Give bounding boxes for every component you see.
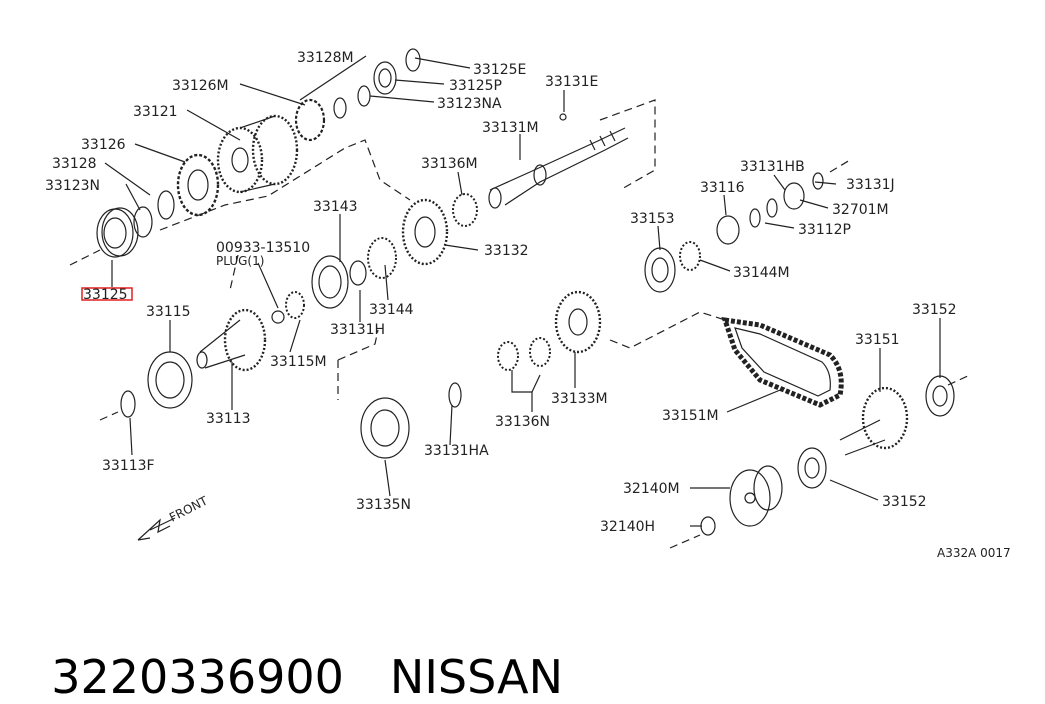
diagram-code: A332A 0017: [937, 546, 1011, 560]
needle-bearing-33136M: [452, 193, 478, 227]
ring-33131H: [349, 260, 367, 286]
label-33152-top: 33152: [912, 302, 957, 318]
label-33135N: 33135N: [356, 497, 411, 513]
bearing-33152-bottom: [797, 447, 827, 489]
label-33113F: 33113F: [102, 458, 155, 474]
leader-lines: [104, 55, 941, 527]
ring-33123N: [133, 206, 153, 238]
sleeve-33143: [311, 255, 349, 309]
label-33126M: 33126M: [172, 78, 229, 94]
part-33153: [644, 247, 676, 293]
ring-33131HB: [766, 198, 778, 218]
chain-33151M: [721, 316, 844, 408]
front-arrow-icon: [137, 517, 176, 541]
synchro-33144: [367, 237, 397, 279]
label-33131HA: 33131HA: [424, 443, 489, 459]
bearing-33135N: [360, 397, 410, 459]
gear-33133M: [554, 290, 602, 354]
ring-33128M: [333, 97, 347, 119]
snap-ring-33113F: [120, 390, 136, 418]
label-33125P: 33125P: [449, 78, 502, 94]
label-33131E: 33131E: [545, 74, 598, 90]
ring-33112P: [749, 208, 761, 228]
bearing-33125: [96, 207, 139, 258]
label-32140H: 32140H: [600, 519, 655, 535]
plug-00933: [271, 310, 285, 324]
part-labels: 33128M 33125E 33125P 33123NA 33126M 3313…: [45, 50, 1011, 560]
label-33136M: 33136M: [421, 156, 478, 172]
shaft-33131M: [488, 127, 629, 209]
label-33123NA: 33123NA: [437, 96, 502, 112]
label-33152-bottom: 33152: [882, 494, 927, 510]
bearing-33125P: [373, 61, 397, 95]
label-33113: 33113: [206, 411, 251, 427]
highlight-box: [81, 287, 133, 301]
needle-bearing-33136N-b: [529, 337, 551, 367]
flange-32140M: [729, 465, 783, 527]
label-33115M: 33115M: [270, 354, 327, 370]
bearing-33115: [147, 351, 193, 409]
ring-33131HA: [448, 382, 462, 408]
seal-32701M: [783, 182, 805, 210]
label-33153: 33153: [630, 211, 675, 227]
label-33121: 33121: [133, 104, 178, 120]
brand-name: NISSAN: [389, 650, 564, 704]
label-33123N: 33123N: [45, 178, 100, 194]
label-plug: PLUG(1): [216, 254, 264, 268]
ring-33125E: [405, 48, 421, 72]
label-33131HB: 33131HB: [740, 159, 805, 175]
label-33151: 33151: [855, 332, 900, 348]
part-33144M: [679, 241, 701, 271]
nut-33116: [716, 215, 740, 245]
label-33131J: 33131J: [846, 177, 895, 193]
sprocket-33126M: [294, 98, 326, 142]
part-number: 3220336900: [51, 650, 344, 704]
needle-bearing-33115M: [285, 291, 305, 319]
sprocket-33151: [839, 386, 909, 456]
label-33112P: 33112P: [798, 222, 851, 238]
needle-bearing-33136N-a: [497, 341, 519, 371]
sprocket-33126: [176, 153, 220, 217]
gear-33121: [216, 114, 299, 194]
snap-ring-33131J: [812, 172, 824, 190]
footer: 3220336900 NISSAN: [22, 596, 563, 704]
label-33144M: 33144M: [733, 265, 790, 281]
label-33143: 33143: [313, 199, 358, 215]
ring-33123NA: [357, 85, 371, 107]
label-33144: 33144: [369, 302, 414, 318]
label-33128: 33128: [52, 156, 97, 172]
label-front: FRONT: [167, 493, 210, 524]
label-33131M: 33131M: [482, 120, 539, 136]
label-32701M: 32701M: [832, 202, 889, 218]
label-33125E: 33125E: [473, 62, 526, 78]
label-33115: 33115: [146, 304, 191, 320]
label-32140M: 32140M: [623, 481, 680, 497]
bearing-33152-top: [925, 375, 955, 417]
exploded-parts-diagram: 33128M 33125E 33125P 33123NA 33126M 3313…: [45, 48, 1011, 560]
label-33151M: 33151M: [662, 408, 719, 424]
label-33125: 33125: [83, 287, 128, 303]
label-33126: 33126: [81, 137, 126, 153]
label-33133M: 33133M: [551, 391, 608, 407]
label-33131H: 33131H: [330, 322, 385, 338]
assembly-outline-dashes: [69, 99, 971, 549]
ring-33128: [157, 190, 175, 220]
part-33131E: [559, 113, 567, 121]
label-33136N: 33136N: [495, 414, 550, 430]
label-33128M: 33128M: [297, 50, 354, 66]
label-33132: 33132: [484, 243, 529, 259]
nut-32140H: [700, 516, 716, 536]
shaft-33113: [196, 308, 267, 372]
label-33116: 33116: [700, 180, 745, 196]
gear-33132: [401, 198, 449, 266]
label-00933-13510: 00933-13510: [216, 240, 310, 256]
